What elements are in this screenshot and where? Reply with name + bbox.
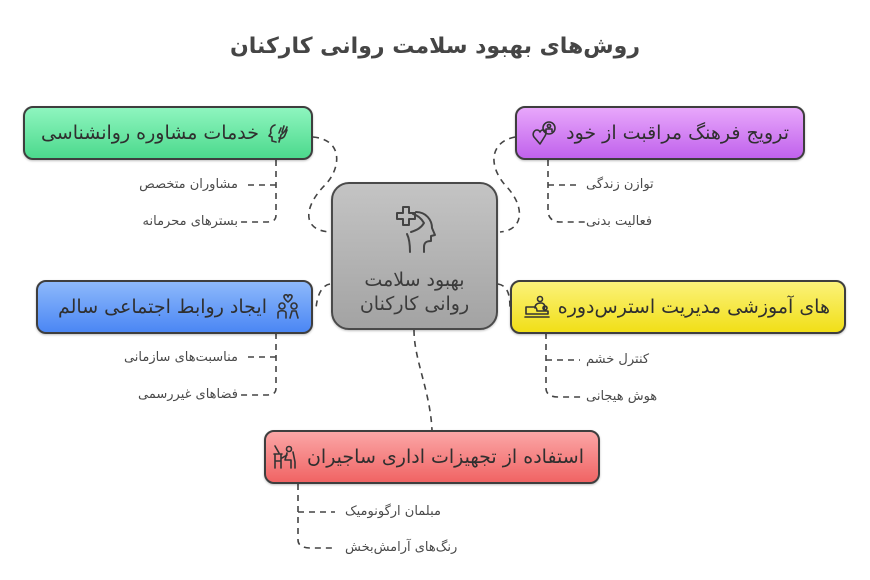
branch-counseling-label: خدمات مشاوره روانشناسی [40, 122, 259, 144]
sub-item: فعالیت بدنی [586, 214, 653, 229]
sub-item: مناسبت‌های سازمانی [123, 350, 238, 365]
branch-stress-training-label: های آموزشی مدیریت استرس‌دوره [557, 296, 830, 318]
branch-self-care[interactable]: ترویج فرهنگ مراقبت از خود [515, 106, 805, 160]
branch-self-care-label: ترویج فرهنگ مراقبت از خود [566, 122, 789, 144]
sub-item: رنگ‌های آرامش‌بخش [345, 540, 458, 555]
sub-item: هوش هیجانی [586, 389, 658, 404]
sub-item: توازن زندگی [586, 177, 654, 192]
sub-item: کنترل خشم [586, 352, 650, 367]
sub-item: مبلمان ارگونومیک [345, 504, 441, 519]
central-topic-label: بهبود سلامت روانی کارکنان [333, 268, 496, 316]
massage-relax-icon [523, 294, 550, 320]
sub-item: مشاوران متخصص [139, 177, 238, 192]
branch-social[interactable]: ایجاد روابط اجتماعی سالم [36, 280, 313, 334]
sub-item: بسترهای محرمانه [142, 214, 238, 229]
branch-stress-training[interactable]: های آموزشی مدیریت استرس‌دوره [510, 280, 846, 334]
people-heart-icon [275, 293, 301, 320]
branch-social-label: ایجاد روابط اجتماعی سالم [58, 296, 267, 318]
head-medical-cross-icon [391, 204, 441, 254]
desk-worker-icon [271, 444, 297, 470]
diagram-title: روش‌های بهبود سلامت روانی کارکنان [229, 34, 641, 59]
heart-person-icon [532, 120, 558, 146]
branch-counseling[interactable]: خدمات مشاوره روانشناسی [23, 106, 313, 160]
hand-head-icon [267, 120, 293, 146]
central-topic-line1: بهبود سلامت [364, 269, 465, 291]
branch-office-equipment-label: استفاده از تجهیزات اداری ساجیران [306, 446, 584, 468]
branch-office-equipment[interactable]: استفاده از تجهیزات اداری ساجیران [264, 430, 600, 484]
central-topic-line2: روانی کارکنان [359, 293, 470, 315]
sub-item: فضاهای غیررسمی [138, 387, 238, 402]
central-topic-node[interactable]: بهبود سلامت روانی کارکنان [331, 182, 498, 330]
